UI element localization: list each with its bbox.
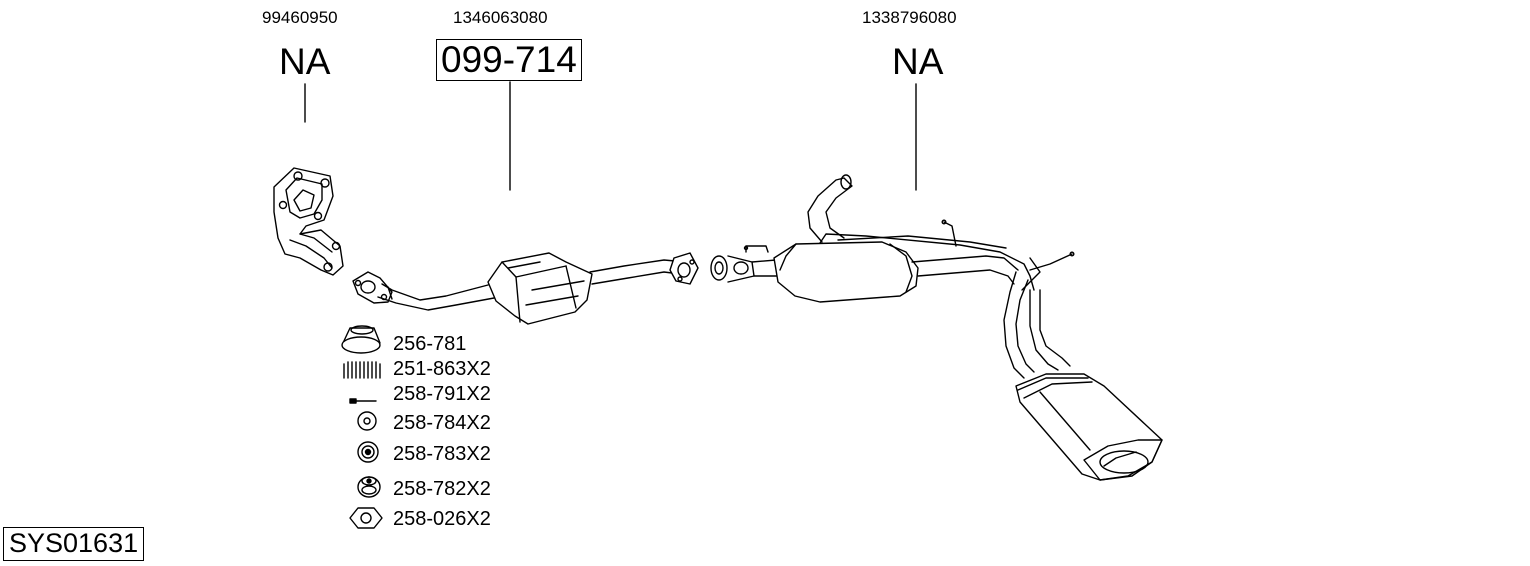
catalytic-converter-icon bbox=[352, 252, 699, 325]
rubber-hanger-icon bbox=[357, 476, 381, 498]
part-3-oem-number: 1338796080 bbox=[862, 8, 957, 27]
accessory-label-7: 258-026X2 bbox=[393, 508, 491, 530]
accessory-label-5: 258-783X2 bbox=[393, 443, 491, 465]
exhaust-manifold-icon bbox=[273, 167, 344, 276]
gasket-ring-icon bbox=[341, 325, 381, 354]
accessory-label-4: 258-784X2 bbox=[393, 412, 491, 434]
rubber-mount-icon bbox=[357, 441, 379, 463]
spring-icon bbox=[343, 361, 381, 379]
part-2-code[interactable]: 099-714 bbox=[436, 39, 582, 81]
washer-icon bbox=[357, 411, 377, 431]
part-3-code: NA bbox=[892, 41, 944, 82]
system-code-badge: SYS01631 bbox=[3, 527, 145, 562]
hex-nut-icon bbox=[349, 507, 383, 529]
accessory-label-6: 258-782X2 bbox=[393, 478, 491, 500]
accessory-label-2: 251-863X2 bbox=[393, 358, 491, 380]
part-1-oem-number: 99460950 bbox=[262, 8, 338, 27]
bolt-icon bbox=[349, 398, 377, 404]
rear-silencer-icon bbox=[710, 174, 1163, 481]
part-2-oem-number: 1346063080 bbox=[453, 8, 548, 27]
part-1-code: NA bbox=[279, 41, 331, 82]
accessory-label-1: 256-781 bbox=[393, 333, 467, 355]
accessory-label-3: 258-791X2 bbox=[393, 383, 491, 405]
